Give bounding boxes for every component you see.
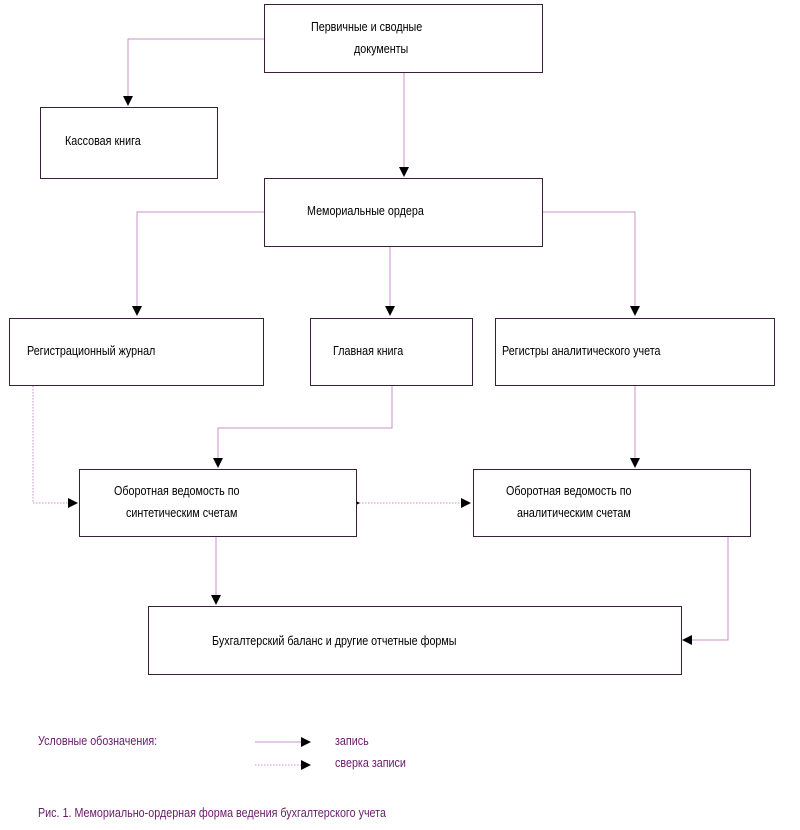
arrow-ledger-to-synthetic [213,386,393,468]
node-synthetic-turnover-line2: синтетическим счетам [126,506,238,520]
arrow-analytic-to-balance [682,537,729,645]
node-balance-label: Бухгалтерский баланс и другие отчетные ф… [212,634,457,648]
node-analytic-turnover-line2: аналитическим счетам [517,506,631,520]
node-registration-journal [9,318,264,386]
node-analytic-registers-label: Регистры аналитического учета [502,344,661,358]
node-cash-book-label: Кассовая книга [65,134,141,148]
arrow-memorial-to-analytic [543,211,640,316]
node-analytic-registers [495,318,775,386]
node-synthetic-turnover-line1: Оборотная ведомость по [114,484,240,498]
node-analytic-turnover [473,469,751,537]
node-general-ledger-label: Главная книга [333,344,404,358]
node-primary-documents [264,4,543,73]
node-primary-documents-line1: Первичные и сводные [311,20,423,34]
node-memorial-orders [264,178,543,247]
node-registration-journal-label: Регистрационный журнал [27,344,156,358]
node-cash-book [40,107,218,179]
arrow-memorial-to-journal [132,211,264,316]
node-balance [148,606,682,675]
node-general-ledger [310,318,473,386]
arrow-journal-to-synthetic [32,386,78,508]
figure-caption: Рис. 1. Мемориально-ордерная форма веден… [38,806,386,820]
node-analytic-turnover-line1: Оборотная ведомость по [506,484,632,498]
node-memorial-orders-label: Мемориальные ордера [307,204,424,218]
legend-title: Условные обозначения: [38,734,158,748]
node-primary-documents-line2: документы [354,42,409,56]
legend-record-label: запись [335,734,369,748]
node-synthetic-turnover [79,469,357,537]
arrow-primary-to-cashbook [123,38,264,106]
legend-check-label: сверка записи [335,756,406,770]
